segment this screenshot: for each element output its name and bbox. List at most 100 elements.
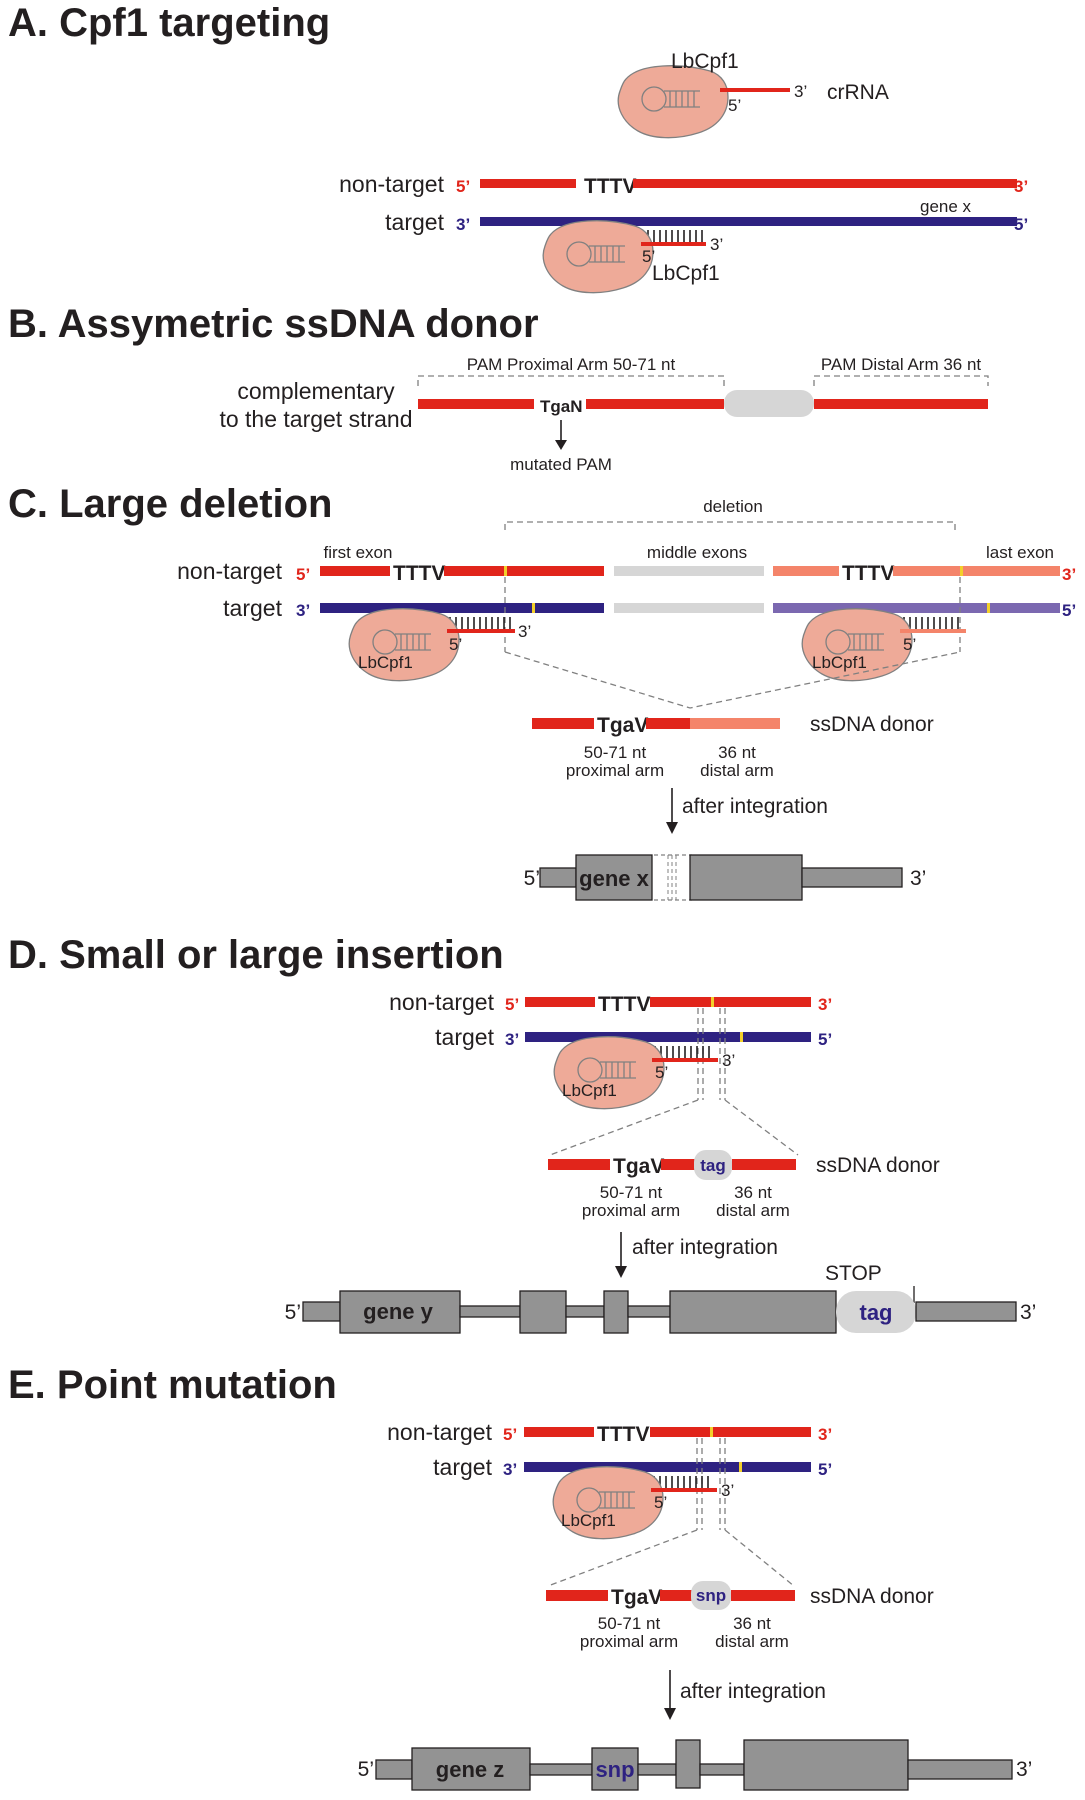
- svg-text:50-71 nt: 50-71 nt: [598, 1614, 661, 1633]
- crrna-5-end: 5’: [728, 96, 741, 115]
- first-exon-label: first exon: [324, 543, 393, 562]
- lbcpf1-label-2: LbCpf1: [652, 262, 720, 285]
- svg-text:36 nt: 36 nt: [733, 1614, 771, 1633]
- svg-text:3’: 3’: [518, 622, 531, 641]
- base-pairing: [641, 230, 703, 242]
- distal-arm-bracket: [813, 375, 989, 386]
- bound-5-end: 5’: [642, 247, 655, 266]
- target-3-end-c: 3’: [296, 601, 310, 620]
- svg-text:5’: 5’: [358, 1758, 374, 1781]
- svg-text:LbCpf1: LbCpf1: [562, 1081, 617, 1100]
- bound-3-end: 3’: [710, 235, 723, 254]
- lbcpf1-bound: [542, 220, 654, 294]
- svg-text:LbCpf1: LbCpf1: [561, 1511, 616, 1530]
- last-exon-box: [689, 854, 803, 901]
- stop-label: STOP: [825, 1262, 882, 1285]
- svg-text:distal arm: distal arm: [715, 1632, 789, 1651]
- svg-text:ssDNA donor: ssDNA donor: [816, 1154, 940, 1177]
- deletion-label: deletion: [703, 497, 763, 516]
- deletion-bracket: [504, 521, 956, 530]
- donor-distal-arm: [814, 399, 988, 409]
- section-b-title: B. Assymetric ssDNA donor: [8, 302, 539, 346]
- svg-text:3’: 3’: [503, 1460, 517, 1479]
- svg-text:target: target: [435, 1024, 494, 1050]
- svg-text:3’: 3’: [505, 1030, 519, 1049]
- svg-text:ssDNA donor: ssDNA donor: [810, 1585, 934, 1608]
- svg-text:50-71 nt: 50-71 nt: [600, 1183, 663, 1202]
- svg-text:3’: 3’: [910, 867, 926, 890]
- tag-integrated: [836, 1291, 916, 1333]
- gene-y-exon: [339, 1290, 461, 1334]
- svg-text:3’: 3’: [1020, 1301, 1036, 1324]
- nontarget-5-end-c: 5’: [296, 565, 310, 584]
- svg-text:non-target: non-target: [387, 1419, 492, 1445]
- insert-placeholder: [724, 390, 814, 417]
- target-label-c: target: [223, 595, 282, 621]
- svg-text:5’: 5’: [449, 635, 462, 654]
- mutated-pam-tgan: TgaN: [540, 397, 583, 416]
- proximal-arm-label: PAM Proximal Arm 50-71 nt: [467, 355, 676, 374]
- section-d-title: D. Small or large insertion: [8, 933, 504, 977]
- section-a-title: A. Cpf1 targeting: [8, 1, 330, 45]
- cut-site-2: [960, 566, 963, 576]
- pam-tttv-c2: TTTV: [842, 562, 895, 585]
- lbcpf1-right-label: LbCpf1: [812, 653, 867, 672]
- svg-text:5’: 5’: [818, 1460, 832, 1479]
- crrna-bound: [641, 242, 706, 246]
- target-label: target: [385, 209, 444, 235]
- nontarget-5-end: 5’: [456, 177, 470, 196]
- pam-tttv-d: TTTV: [598, 993, 651, 1016]
- svg-text:5’: 5’: [505, 995, 519, 1014]
- lbcpf1-label: LbCpf1: [671, 50, 739, 73]
- svg-text:gene y: gene y: [363, 1299, 433, 1324]
- svg-text:5’: 5’: [503, 1425, 517, 1444]
- svg-text:distal arm: distal arm: [700, 761, 774, 780]
- donor-pam-tgav-d: TgaV: [613, 1155, 664, 1178]
- svg-text:5’: 5’: [285, 1301, 301, 1324]
- svg-text:proximal arm: proximal arm: [566, 761, 664, 780]
- donor-pam-tgav-e: TgaV: [611, 1586, 662, 1609]
- svg-text:3’: 3’: [721, 1481, 734, 1500]
- svg-text:5’: 5’: [818, 1030, 832, 1049]
- donor-label-c: ssDNA donor: [810, 713, 934, 736]
- svg-text:proximal arm: proximal arm: [582, 1201, 680, 1220]
- svg-text:target: target: [433, 1454, 492, 1480]
- svg-text:5’: 5’: [903, 635, 916, 654]
- cut-site-1: [504, 566, 507, 576]
- gene-x-exon: [575, 854, 653, 901]
- proximal-arm-bracket: [417, 375, 725, 386]
- donor-proximal-right: [586, 399, 724, 409]
- section-c-title: C. Large deletion: [8, 482, 333, 526]
- last-exon-label: last exon: [986, 543, 1054, 562]
- target-3-end: 3’: [456, 215, 470, 234]
- svg-text:non-target: non-target: [389, 989, 494, 1015]
- gene-x-label-c: gene x: [579, 866, 649, 891]
- lbcpf1-left-label: LbCpf1: [358, 653, 413, 672]
- complementary-label-2: to the target strand: [219, 406, 412, 432]
- nontarget-3-end: 3’: [1014, 177, 1028, 196]
- svg-text:3’: 3’: [818, 1425, 832, 1444]
- nontarget-strand-right: [633, 179, 1017, 188]
- crrna-3-end: 3’: [794, 82, 807, 101]
- target-5-end: 5’: [1014, 215, 1028, 234]
- svg-text:proximal arm: proximal arm: [580, 1632, 678, 1651]
- section-e-title: E. Point mutation: [8, 1363, 337, 1407]
- pam-tttv: TTTV: [584, 175, 637, 198]
- svg-text:gene z: gene z: [436, 1757, 504, 1782]
- svg-text:36 nt: 36 nt: [734, 1183, 772, 1202]
- svg-text:snp: snp: [595, 1757, 634, 1782]
- nontarget-label: non-target: [339, 171, 444, 197]
- crrna-label: crRNA: [827, 81, 889, 104]
- svg-text:3’: 3’: [818, 995, 832, 1014]
- distal-arm-label: PAM Distal Arm 36 nt: [821, 355, 982, 374]
- nontarget-strand-left: [480, 179, 576, 188]
- svg-text:snp: snp: [696, 1586, 726, 1605]
- svg-text:36 nt: 36 nt: [718, 743, 756, 762]
- svg-text:5’: 5’: [654, 1493, 667, 1512]
- nontarget-label-c: non-target: [177, 558, 282, 584]
- pam-tttv-c1: TTTV: [393, 562, 446, 585]
- svg-text:5’: 5’: [655, 1063, 668, 1082]
- gene-z-exon: [411, 1747, 531, 1791]
- donor-pam-tgav-c: TgaV: [597, 714, 648, 737]
